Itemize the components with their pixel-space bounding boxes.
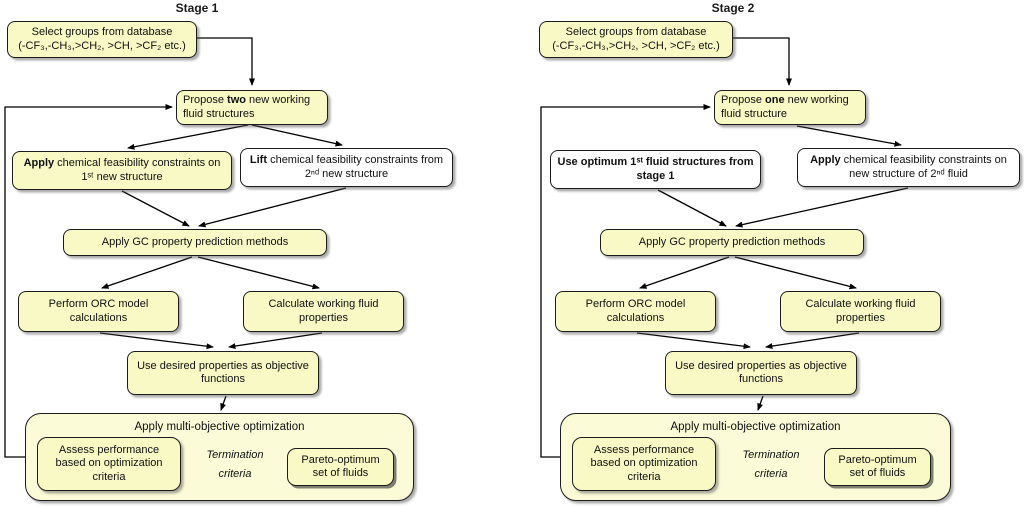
node-objective-functions-1: Use desired properties as objective func… (127, 351, 319, 395)
assess-performance-text: Assess performance based on optimization… (590, 443, 698, 483)
node-apply-constraints-2: Apply chemical feasibility constraints o… (797, 148, 1020, 187)
select-groups-line2: (-CF₃,-CH₃,>CH₂, >CH, >CF₂ etc.) (552, 39, 720, 52)
fluid-properties-text: Calculate working fluid properties (805, 298, 916, 324)
pareto-text: Pareto-optimum set of fluids (301, 453, 380, 479)
orc-model-text: Perform ORC model calculations (48, 298, 149, 324)
node-pareto-set-1: Pareto-optimum set of fluids (287, 448, 394, 486)
node-propose-structures-1: Propose two new working fluid structures (176, 90, 328, 125)
node-select-groups-1: Select groups from database (-CF₃,-CH₃,>… (7, 21, 197, 58)
node-select-groups-2: Select groups from database (-CF₃,-CH₃,>… (539, 21, 733, 58)
objective-functions-text: Use desired properties as objective func… (675, 359, 847, 385)
termination-criteria-label-1: Termination criteria (206, 449, 264, 480)
objective-functions-text: Use desired properties as objective func… (137, 359, 309, 385)
optimization-title: Apply multi-objective optimization (670, 421, 841, 433)
propose-text: Propose one new working fluid structure (721, 94, 849, 120)
select-groups-line1: Select groups from database (565, 26, 707, 39)
node-gc-prediction-2: Apply GC property prediction methods (600, 229, 864, 256)
node-assess-performance-1: Assess performance based on optimization… (37, 437, 181, 491)
propose-text: Propose two new working fluid structures (183, 94, 311, 120)
pareto-text: Pareto-optimum set of fluids (838, 453, 917, 479)
node-objective-functions-2: Use desired properties as objective func… (665, 351, 857, 395)
branch-right-text: Lift chemical feasibility constraints fr… (249, 154, 444, 180)
gc-prediction-text: Apply GC property prediction methods (638, 235, 826, 248)
node-propose-structure-2: Propose one new working fluid structure (714, 90, 866, 125)
node-assess-performance-2: Assess performance based on optimization… (572, 437, 716, 491)
stage-2-title: Stage 2 (711, 1, 755, 15)
node-orc-model-1: Perform ORC model calculations (18, 291, 179, 332)
select-groups-line2: (-CF₃,-CH₃,>CH₂, >CH, >CF₂ etc.) (18, 39, 186, 52)
node-pareto-set-2: Pareto-optimum set of fluids (824, 448, 931, 486)
node-gc-prediction-1: Apply GC property prediction methods (63, 229, 327, 256)
branch-left-text: Use optimum 1ˢᵗ fluid structures from st… (557, 156, 754, 182)
node-use-optimum-structures-2: Use optimum 1ˢᵗ fluid structures from st… (550, 150, 761, 189)
branch-right-text: Apply chemical feasibility constraints o… (810, 154, 1007, 180)
termination-criteria-label-2: Termination criteria (742, 449, 800, 480)
node-fluid-properties-1: Calculate working fluid properties (243, 291, 404, 332)
orc-model-text: Perform ORC model calculations (585, 298, 686, 324)
select-groups-line1: Select groups from database (31, 26, 173, 39)
node-lift-constraints-1: Lift chemical feasibility constraints fr… (240, 148, 453, 187)
branch-left-text: Apply chemical feasibility constraints o… (23, 157, 221, 183)
stage-1-title: Stage 1 (175, 1, 219, 15)
optimization-title: Apply multi-objective optimization (134, 421, 305, 433)
node-apply-constraints-1: Apply chemical feasibility constraints o… (12, 151, 232, 190)
fluid-properties-text: Calculate working fluid properties (268, 298, 379, 324)
node-orc-model-2: Perform ORC model calculations (555, 291, 716, 332)
assess-performance-text: Assess performance based on optimization… (55, 443, 163, 483)
node-fluid-properties-2: Calculate working fluid properties (780, 291, 941, 332)
gc-prediction-text: Apply GC property prediction methods (101, 235, 289, 248)
